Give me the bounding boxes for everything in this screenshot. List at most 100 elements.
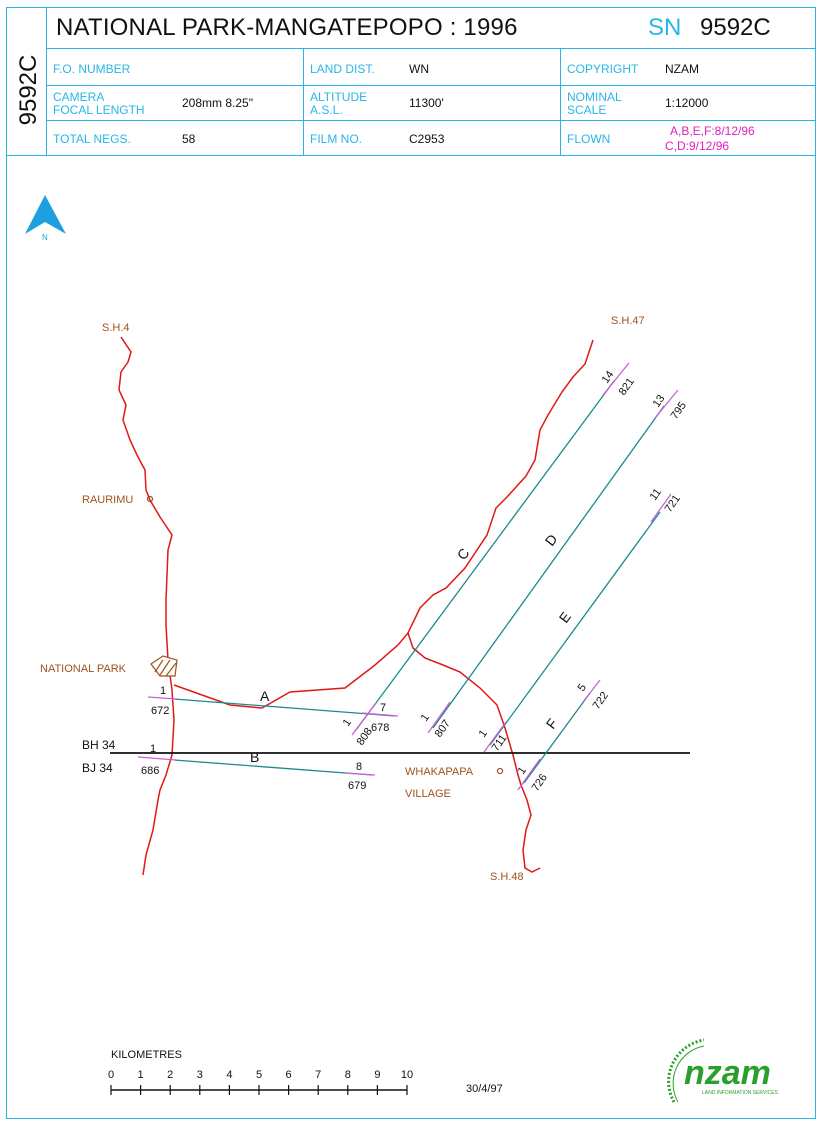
strip-a-line xyxy=(173,698,396,717)
strip-d-start-tick xyxy=(427,701,451,734)
copyright-label: COPYRIGHT xyxy=(567,62,639,76)
scale-value: 1:12000 xyxy=(665,96,709,110)
raurimu-marker-icon xyxy=(146,495,154,503)
whakapapa-marker-icon xyxy=(496,767,504,775)
strip-a-start-photo: 672 xyxy=(151,705,169,717)
strip-e-end-num: 11 xyxy=(648,486,664,502)
label-bj34: BJ 34 xyxy=(82,761,113,775)
camera-label: CAMERA xyxy=(53,90,105,104)
strip-e-end-tick xyxy=(650,493,672,523)
label-whakapapa: WHAKAPAPA xyxy=(405,766,474,778)
total-negs-label: TOTAL NEGS. xyxy=(53,132,131,146)
scale-tick-label: 5 xyxy=(256,1069,262,1081)
strip-e-start-num: 1 xyxy=(477,728,490,740)
header-divider xyxy=(46,85,816,86)
scale-title: KILOMETRES xyxy=(111,1049,182,1061)
scale-tick-label: 3 xyxy=(197,1069,203,1081)
scale-tick-label: 8 xyxy=(345,1069,351,1081)
strip-f-line xyxy=(523,692,591,784)
strip-a-end-num: 7 xyxy=(380,702,386,714)
strip-d-end-photo: 795 xyxy=(669,400,689,422)
altitude-label: ALTITUDE xyxy=(310,90,368,104)
strip-c-end-num: 14 xyxy=(600,369,617,386)
scale-tick-label: 0 xyxy=(108,1069,114,1081)
scale-tick-label: 10 xyxy=(401,1069,413,1081)
fo-number-label: F.O. NUMBER xyxy=(53,62,131,76)
logo-subtext: LAND INFORMATION SERVICES xyxy=(702,1090,779,1096)
strip-e-end-photo: 721 xyxy=(663,493,683,515)
strip-d-letter: D xyxy=(542,531,561,549)
strip-c-start-num: 1 xyxy=(341,717,354,729)
strip-a-start-num: 1 xyxy=(160,685,166,697)
strip-f-end-num: 5 xyxy=(576,682,589,694)
film-no-label: FILM NO. xyxy=(310,132,363,146)
strip-f-end-photo: 722 xyxy=(591,690,611,712)
total-negs-value: 58 xyxy=(182,132,196,146)
scale-tick-label: 2 xyxy=(167,1069,173,1081)
compiled-date: 30/4/97 xyxy=(466,1083,503,1095)
strip-d-end-tick xyxy=(654,389,679,419)
strip-b-end-photo: 679 xyxy=(348,780,366,792)
strip-d-start-num: 1 xyxy=(419,712,432,724)
strip-f-start-tick xyxy=(517,758,541,791)
strip-b-start-num: 1 xyxy=(150,743,156,755)
label-village: VILLAGE xyxy=(405,788,451,800)
north-arrow-icon xyxy=(25,195,66,234)
altitude-value: 11300' xyxy=(409,96,444,110)
strip-f-start-num: 1 xyxy=(516,765,529,777)
scale-label: SCALE xyxy=(567,103,607,117)
strip-e-line xyxy=(489,511,661,746)
strip-a-start-tick xyxy=(147,696,177,700)
strip-c-line xyxy=(355,380,615,731)
roads xyxy=(110,336,690,876)
strip-b-letter: B xyxy=(250,749,259,765)
strip-b-start-tick xyxy=(137,756,177,761)
strip-b-end-num: 8 xyxy=(356,761,362,773)
film-no-value: C2953 xyxy=(409,132,445,146)
national-park-township xyxy=(150,655,178,677)
road-sh47 xyxy=(173,339,594,709)
strip-e-start-tick xyxy=(483,721,507,753)
asl-label: A.S.L. xyxy=(310,103,343,117)
scale-tick-label: 4 xyxy=(226,1069,232,1081)
label-national-park: NATIONAL PARK xyxy=(40,663,127,675)
camera-value: 208mm 8.25" xyxy=(182,96,253,110)
flight-strips: A 1 672 7 678 B 1 686 8 679 C 1 808 14 8… xyxy=(137,362,689,794)
header-divider xyxy=(6,155,816,156)
sn-label: SN xyxy=(648,14,682,41)
focal-length-label: FOCAL LENGTH xyxy=(53,103,145,117)
land-dist-value: WN xyxy=(409,62,429,76)
strip-c-end-tick xyxy=(602,362,630,396)
strip-c-start-tick xyxy=(351,702,377,736)
copyright-value: NZAM xyxy=(665,62,699,76)
flown-label: FLOWN xyxy=(567,132,611,146)
strip-d-line xyxy=(432,405,665,729)
north-arrow: N xyxy=(25,195,66,242)
label-raurimu: RAURIMU xyxy=(82,494,133,506)
logo-wordmark: nzam xyxy=(684,1054,771,1092)
label-sh48: S.H.48 xyxy=(490,871,524,883)
strip-b-line xyxy=(173,759,373,776)
strip-a-letter: A xyxy=(260,688,270,704)
strip-c-end-photo: 821 xyxy=(617,376,637,398)
header-divider xyxy=(46,48,816,49)
strip-b-end-tick xyxy=(344,772,376,776)
road-sh48 xyxy=(407,632,541,873)
nzam-logo: nzam LAND INFORMATION SERVICES xyxy=(667,1038,779,1103)
road-sh4 xyxy=(118,336,175,876)
north-label: N xyxy=(42,233,48,242)
header-divider xyxy=(46,7,47,155)
strip-a-end-photo: 678 xyxy=(371,722,389,734)
label-bh34: BH 34 xyxy=(82,738,116,752)
scale-tick-label: 6 xyxy=(286,1069,292,1081)
scale-tick-label: 9 xyxy=(374,1069,380,1081)
nominal-label: NOMINAL xyxy=(567,90,622,104)
strip-f-start-photo: 726 xyxy=(530,772,550,794)
strip-d-end-num: 13 xyxy=(651,393,668,410)
flown-value-1: A,B,E,F:8/12/96 xyxy=(670,124,755,138)
scale-tick-label: 7 xyxy=(315,1069,321,1081)
page-title: NATIONAL PARK-MANGATEPOPO : 1996 xyxy=(56,14,518,41)
header-divider xyxy=(560,48,561,155)
